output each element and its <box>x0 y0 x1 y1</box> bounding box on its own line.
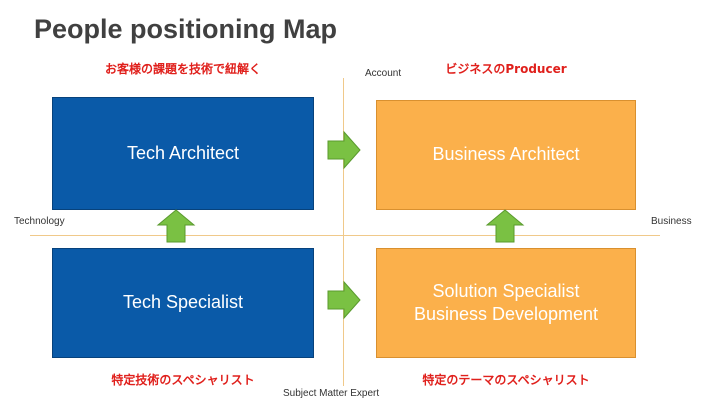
business-architect-box: Business Architect <box>376 100 636 210</box>
axis-label-business: Business <box>651 216 692 227</box>
business-development-label: Business Development <box>413 304 599 324</box>
tech-specialist-box: Tech Specialist <box>52 248 314 358</box>
vertical-axis-line <box>343 78 344 386</box>
solution-specialist-box: Solution Specialist Business Development <box>376 248 636 358</box>
note-solution-specialist: 特定のテーマのスペシャリスト <box>422 373 590 387</box>
horizontal-axis-line <box>30 235 660 236</box>
axis-label-account: Account <box>365 68 402 79</box>
business-architect-label: Business Architect <box>432 144 580 165</box>
note-tech-architect: お客様の課題を技術で紐解く <box>104 62 261 76</box>
tech-architect-box: Tech Architect <box>52 97 314 210</box>
axis-label-subject-matter-expert: Subject Matter Expert <box>283 388 380 399</box>
tech-specialist-label: Tech Specialist <box>122 292 244 313</box>
arrow-up-left-icon <box>156 209 196 243</box>
tech-architect-label: Tech Architect <box>126 142 240 163</box>
solution-specialist-label: Solution Specialist <box>432 280 580 301</box>
note-business-architect: ビジネスのProducer <box>445 62 567 76</box>
axis-label-technology: Technology <box>14 216 65 227</box>
arrow-up-right-icon <box>485 209 525 243</box>
arrow-right-bottom-icon <box>327 280 361 320</box>
arrow-right-top-icon <box>327 130 361 170</box>
page-title: People positioning Map <box>34 14 337 44</box>
note-tech-specialist: 特定技術のスペシャリスト <box>111 373 255 387</box>
